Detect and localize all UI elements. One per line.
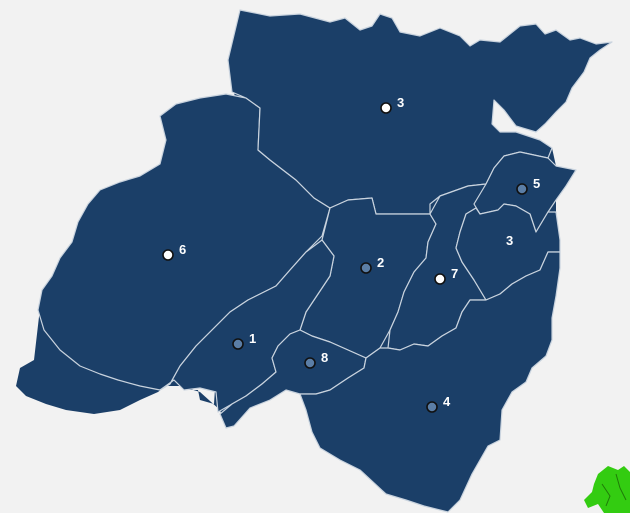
region-8[interactable] — [219, 329, 367, 429]
region-4[interactable] — [299, 251, 561, 513]
marker-label-3: 3 — [397, 95, 404, 110]
marker-label-3: 3 — [506, 233, 513, 248]
marker-dot-7[interactable] — [434, 273, 446, 285]
marker-label-5: 5 — [533, 176, 540, 191]
region-1[interactable] — [159, 239, 335, 413]
marker-dot-5[interactable] — [516, 183, 528, 195]
marker-dot-3[interactable] — [380, 102, 392, 114]
marker-label-1: 1 — [249, 331, 256, 346]
marker-layer: 3 6 2 7 5 3 1 8 4 — [162, 95, 540, 413]
marker-label-6: 6 — [179, 242, 186, 257]
marker-dot-1[interactable] — [232, 338, 244, 350]
marker-dot-8[interactable] — [304, 357, 316, 369]
marker-label-2: 2 — [377, 255, 384, 270]
marker-dot-4[interactable] — [426, 401, 438, 413]
netherlands-locator-icon — [584, 466, 630, 513]
marker-label-8: 8 — [321, 350, 328, 365]
marker-dot-2[interactable] — [360, 262, 372, 274]
marker-label-4: 4 — [443, 394, 451, 409]
marker-dot-6[interactable] — [162, 249, 174, 261]
marker-label-7: 7 — [451, 266, 458, 281]
